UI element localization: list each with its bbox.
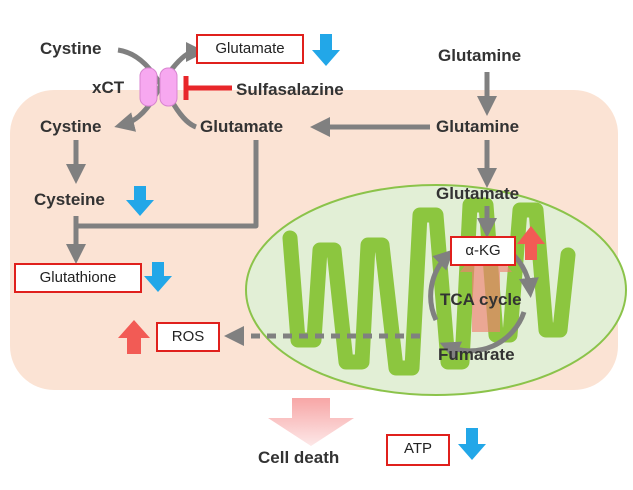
glutamate-intracellular-label: Glutamate [200, 117, 284, 136]
pathway-arrows [66, 42, 497, 346]
red-up-arrow-icon [118, 320, 150, 354]
red-up-arrow-icon [517, 226, 545, 260]
up-arrows [118, 226, 545, 354]
glutamate-extracellular-box: Glutamate [196, 34, 304, 64]
blue-down-arrow-icon [144, 262, 172, 292]
blue-down-arrow-icon [458, 428, 486, 460]
arrow-glutamate-to-glutathione [76, 140, 259, 229]
blue-down-arrow-icon [312, 34, 340, 66]
cystine-extracellular-label: Cystine [40, 39, 102, 58]
ros-label: ROS [171, 328, 205, 345]
fumarate-label: Fumarate [438, 345, 515, 364]
xct-transporter-icon [139, 67, 178, 107]
glutamate-extracellular-label: Glutamate [215, 40, 285, 57]
xct-label: xCT [92, 78, 125, 97]
mitochondrion [245, 184, 627, 396]
akg-label: α-KG [465, 242, 501, 259]
atp-label: ATP [403, 440, 433, 457]
cysteine-label: Cysteine [34, 190, 105, 209]
glutamine-intracellular-label: Glutamine [436, 117, 520, 136]
down-arrows [126, 34, 486, 460]
blue-down-arrow-icon [126, 186, 154, 216]
glutathione-box: Glutathione [14, 263, 142, 293]
tca-cycle-label: TCA cycle [440, 290, 522, 309]
glutamine-extracellular-label: Glutamine [438, 46, 522, 65]
atp-box: ATP [386, 434, 450, 466]
glutathione-label: Glutathione [39, 269, 117, 286]
cystine-intracellular-label: Cystine [40, 117, 102, 136]
akg-box: α-KG [450, 236, 516, 266]
cristae [282, 197, 576, 376]
glutamate-mitochondrial-label: Glutamate [436, 184, 520, 203]
ros-box: ROS [156, 322, 220, 352]
cell-death-arrow-icon [268, 398, 354, 446]
cell-death-label: Cell death [258, 448, 340, 467]
sulfasalazine-label: Sulfasalazine [236, 80, 344, 99]
inhibitor-bar [183, 76, 232, 100]
